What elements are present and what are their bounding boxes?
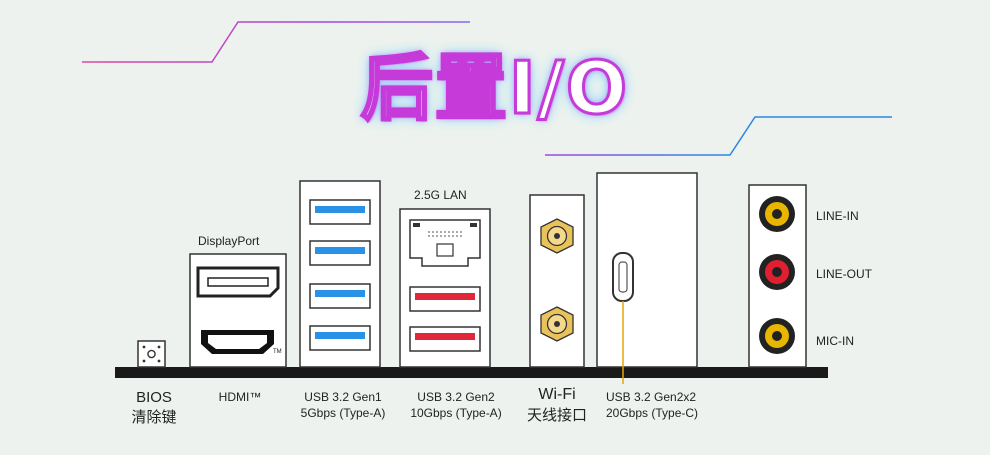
lan-usb-gen2-stack (399, 208, 491, 368)
usb-a-port-4 (309, 325, 371, 351)
display-block (189, 253, 287, 368)
rj45-port (409, 219, 481, 267)
displayport-connector (196, 266, 280, 298)
usb-gen1-label: USB 3.2 Gen1 5Gbps (Type-A) (287, 389, 399, 421)
bios-label-line2: 清除键 (131, 409, 177, 427)
bios-label: BIOS 清除键 (126, 388, 182, 429)
usb-gen1-stack (299, 180, 381, 368)
page-title: 后置I/O (359, 45, 630, 132)
lan-label: 2.5G LAN (414, 188, 467, 202)
usb-a-port-3 (309, 283, 371, 309)
usb-gen2-label-line2: 10Gbps (Type-A) (410, 406, 502, 421)
antenna-connector-1 (540, 218, 574, 254)
wifi-label: Wi-Fi 天线接口 (517, 384, 597, 426)
antenna-connector-2 (540, 306, 574, 342)
wifi-label-line2: 天线接口 (526, 406, 587, 424)
usb-gen2-label-line1: USB 3.2 Gen2 (417, 390, 495, 404)
usb-c-label: USB 3.2 Gen2x2 20Gbps (Type-C) (606, 389, 698, 421)
usb-c-block (596, 172, 698, 384)
audio-jack-line-in (759, 196, 795, 232)
hdmi-label: HDMI™ (218, 390, 262, 404)
usb-gen2-label: USB 3.2 Gen2 10Gbps (Type-A) (398, 389, 514, 421)
hdmi-tm-mark: TM (273, 349, 282, 355)
audio-jack-mic-in (759, 318, 795, 354)
wifi-label-line1: Wi-Fi (538, 386, 576, 403)
line-in-label: LINE-IN (816, 209, 859, 223)
bios-clear-button (137, 340, 166, 368)
usb-c-label-line1: USB 3.2 Gen2x2 (606, 390, 697, 404)
displayport-label: DisplayPort (198, 234, 260, 248)
usb-a-port-red-1 (409, 286, 481, 312)
audio-jack-block (748, 184, 807, 368)
usb-a-port-2 (309, 240, 371, 266)
usb-a-port-red-2 (409, 326, 481, 352)
accent-lines (82, 21, 980, 454)
line-out-label: LINE-OUT (816, 267, 873, 281)
bios-label-line1: BIOS (136, 389, 172, 406)
io-base-bar (115, 367, 828, 378)
usb-a-port-1 (309, 199, 371, 225)
usb-c-label-line2: 20Gbps (Type-C) (606, 406, 699, 421)
wifi-antenna-block (529, 194, 585, 368)
mic-in-label: MIC-IN (816, 334, 854, 348)
audio-jack-line-out (759, 254, 795, 290)
usb-gen1-label-line1: USB 3.2 Gen1 (304, 390, 382, 404)
usb-gen1-label-line2: 5Gbps (Type-A) (300, 406, 386, 421)
